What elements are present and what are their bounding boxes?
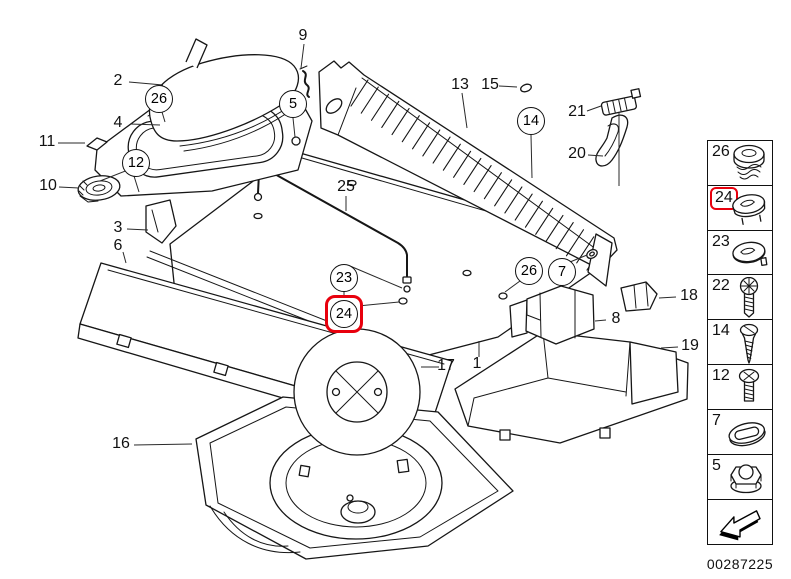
legend-direction-cell[interactable] [707,498,773,545]
callout-15[interactable]: 15 [481,76,499,93]
callout-18[interactable]: 18 [680,287,698,304]
part-support-bracket [509,285,595,345]
legend-item-26[interactable]: 26 [707,140,773,186]
callout-2[interactable]: 2 [113,72,123,89]
callout-11[interactable]: 11 [38,133,56,150]
callout-26-circled-left[interactable]: 26 [145,85,173,113]
callout-20[interactable]: 20 [568,145,586,162]
part-clamp [620,281,658,312]
callout-14-circled[interactable]: 14 [517,107,545,135]
callout-25[interactable]: 25 [337,178,355,195]
part-retaining-clip [600,88,642,116]
legend-item-22[interactable]: 22 [707,274,773,321]
callout-12-circled[interactable]: 12 [122,149,150,177]
callout-17[interactable]: 17 [437,357,455,374]
legend-item-24-selected[interactable]: 24 [707,184,773,231]
machine-screw-icon [732,367,766,409]
callout-13[interactable]: 13 [451,76,469,93]
callout-23-circled[interactable]: 23 [330,264,358,292]
part-spare-wheel-clamp [293,328,421,456]
callout-1[interactable]: 1 [472,355,482,372]
legend-item-7[interactable]: 7 [707,408,773,455]
callout-26-circled-right[interactable]: 26 [515,257,543,285]
callout-9[interactable]: 9 [298,27,308,44]
flange-nut-icon [726,457,766,499]
oval-cover-icon [727,233,771,275]
callout-3[interactable]: 3 [113,219,123,236]
callout-21[interactable]: 21 [568,103,586,120]
callout-10[interactable]: 10 [39,177,57,194]
legend-item-14[interactable]: 14 [707,319,773,366]
part-side-bracket [145,199,177,244]
callout-16[interactable]: 16 [112,435,130,452]
phillips-screw-icon [732,277,766,319]
callout-5-circled[interactable]: 5 [279,90,307,118]
fastener-legend: 26 24 [707,140,773,545]
part-hook [595,114,629,167]
part-sill-trim-strip [318,60,618,287]
round-plug-icon [727,143,771,185]
grommet-icon [723,412,771,454]
callout-24-highlighted[interactable]: 24 [325,295,363,333]
part-clip-15 [520,83,532,93]
tapping-screw-icon [732,322,766,364]
direction-arrow-icon [714,503,766,543]
legend-item-12[interactable]: 12 [707,364,773,411]
trim-rib-pattern [350,79,605,271]
part-wheel-well-tub [195,396,514,560]
part-tool-tray [454,331,689,444]
callout-24-circle: 24 [330,300,358,328]
callout-4[interactable]: 4 [113,114,123,131]
oval-cap-icon [727,188,771,230]
document-number: 00287225 [706,556,774,572]
callout-19[interactable]: 19 [681,337,699,354]
part-spring-clip [299,65,310,98]
part-tension-rod [253,167,412,305]
part-square-clip [86,137,108,151]
part-small-plug [498,292,508,300]
callout-6[interactable]: 6 [113,237,123,254]
callout-7-circled[interactable]: 7 [548,258,576,286]
part-compartment-lid [148,38,299,152]
part-oval-grommet [77,175,121,203]
legend-item-23[interactable]: 23 [707,229,773,276]
legend-item-5[interactable]: 5 [707,453,773,500]
callout-8[interactable]: 8 [611,310,621,327]
